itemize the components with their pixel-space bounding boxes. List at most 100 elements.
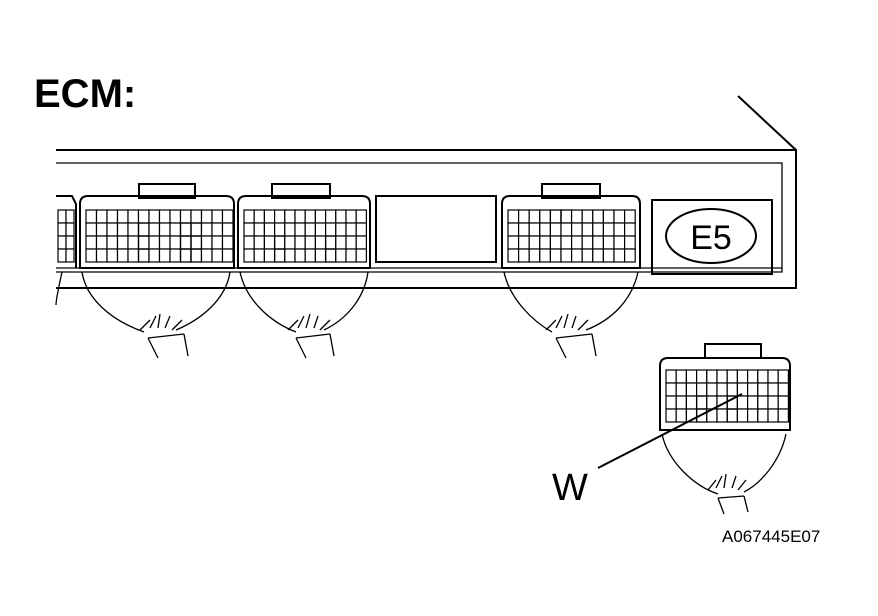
connector-cavity: [716, 408, 728, 423]
connector-cavity: [137, 222, 150, 237]
connector-cavity: [623, 222, 636, 237]
connector-cavity: [706, 382, 718, 397]
connector-cavity: [746, 369, 759, 384]
connector-cavity: [314, 209, 327, 224]
connector-cavity: [190, 248, 203, 263]
connector-cavity: [355, 248, 368, 263]
connector-cavity: [169, 222, 182, 237]
connector-cavity: [602, 235, 615, 250]
connector-cavity: [65, 209, 75, 224]
connector-cavity: [211, 209, 224, 224]
connector-cavity: [355, 209, 368, 224]
connector-cavity: [148, 209, 161, 224]
connector-cavity: [549, 235, 562, 250]
connector-cavity: [757, 395, 769, 410]
connector-cavity: [507, 248, 520, 263]
connector-cavity: [148, 235, 161, 250]
connector-cavity: [592, 209, 604, 224]
w-pointer-line: [597, 393, 743, 469]
connector-cavity: [507, 209, 520, 224]
connector-cavity: [158, 235, 171, 250]
connector-cavity: [777, 382, 790, 397]
connector-cavity: [253, 248, 265, 263]
connector-cavity: [263, 248, 276, 263]
connector-cavity: [263, 222, 276, 237]
connector-cavity: [746, 408, 759, 423]
connector-cavity: [200, 248, 213, 263]
connector-cavity: [675, 408, 688, 423]
connector-cavity: [324, 235, 337, 250]
connector-cavity: [137, 248, 150, 263]
connector-cavity: [211, 222, 224, 237]
connector-cavity: [355, 235, 368, 250]
e5-label-panel: E5: [651, 199, 773, 275]
connector-cavity: [706, 369, 718, 384]
connector-cavity: [304, 222, 317, 237]
connector-cavity: [148, 222, 161, 237]
connector-cavity: [602, 222, 615, 237]
connector-cavity: [314, 248, 327, 263]
connector-cavity: [675, 382, 688, 397]
connector-cavity: [57, 235, 67, 250]
connector-cavity: [294, 235, 306, 250]
connector-cavity: [221, 235, 234, 250]
connector-cavity: [549, 248, 562, 263]
connector-cavity: [665, 382, 677, 397]
connector-cavity: [777, 395, 790, 410]
connector-cavity: [736, 408, 749, 423]
connector-cavity: [190, 209, 203, 224]
connector-cavity: [284, 209, 296, 224]
connector-cavity: [746, 382, 759, 397]
connector-cavity: [106, 235, 119, 250]
connector-cavity: [517, 222, 530, 237]
connector-cavity: [243, 235, 255, 250]
connector-cavity: [570, 209, 583, 224]
connector-cavity: [95, 222, 108, 237]
connector-cavity: [127, 235, 140, 250]
connector-cavity: [767, 369, 779, 384]
ecm-title: ECM:: [34, 72, 136, 116]
connector-cavity: [95, 235, 108, 250]
connector-cavity: [528, 209, 541, 224]
connector-cavity: [613, 248, 626, 263]
connector-cavity: [549, 209, 562, 224]
connector-cavity: [95, 209, 108, 224]
connector-cavity: [57, 222, 67, 237]
connector-cavity: [116, 248, 129, 263]
connector-cavity: [517, 248, 530, 263]
connector-cavity: [560, 222, 573, 237]
connector-cavity: [507, 235, 520, 250]
connector-cavity: [85, 222, 98, 237]
connector-cavity: [528, 222, 541, 237]
connector-cavity: [517, 235, 530, 250]
ecm-blank-window: [375, 195, 497, 263]
connector-cavity: [757, 408, 769, 423]
connector-cavity: [127, 209, 140, 224]
connector-cavity: [335, 248, 347, 263]
connector-cavity: [335, 222, 347, 237]
connector-cavity: [602, 248, 615, 263]
connector-cavity: [716, 369, 728, 384]
connector-cavity: [294, 248, 306, 263]
connector-cavity: [736, 395, 749, 410]
connector-cavity: [200, 222, 213, 237]
connector-cavity: [116, 235, 129, 250]
connector-cavity: [85, 209, 98, 224]
connector-cavity: [116, 209, 129, 224]
connector-cavity: [65, 248, 75, 263]
connector-cavity: [221, 248, 234, 263]
connector-cavity: [560, 209, 573, 224]
e5-detached-connector: [659, 343, 791, 515]
connector-cavity: [613, 209, 626, 224]
connector-cavity: [570, 248, 583, 263]
connector-cavity: [116, 222, 129, 237]
connector-cavity: [304, 235, 317, 250]
connector-cavity: [304, 209, 317, 224]
connector-cavity: [716, 382, 728, 397]
connector-cavity: [263, 235, 276, 250]
connector-cavity: [169, 209, 182, 224]
connector-cavity: [613, 235, 626, 250]
connector-cavity: [602, 209, 615, 224]
ecm-connector-3: [501, 183, 641, 359]
connector-cavity: [314, 235, 327, 250]
